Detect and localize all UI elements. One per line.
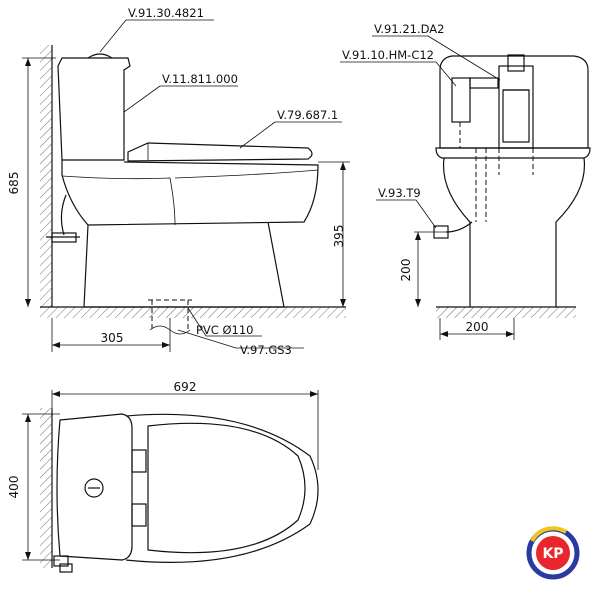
- label-valve-code: V.91.21.DA2: [374, 22, 444, 36]
- label-tank-code: V.91.30.4821: [128, 6, 204, 20]
- front-supply-hose: [445, 221, 473, 233]
- seat-lid: [127, 142, 313, 162]
- label-fill-code: V.91.10.HM-C12: [342, 48, 434, 62]
- label-hose-code: V.93.T9: [378, 186, 421, 200]
- drain-pipe: [148, 299, 192, 330]
- dim-rough-in: 305: [101, 331, 124, 345]
- front-floor-hatch: [436, 307, 576, 318]
- dim-total-length: 692: [174, 380, 197, 394]
- top-bowl-outer: [125, 413, 319, 563]
- floor-hatch: [40, 307, 346, 318]
- front-tank: [439, 55, 589, 149]
- tank-outline: [57, 57, 131, 161]
- dim-seat-height: 395: [332, 225, 346, 248]
- label-seat-code: V.79.687.1: [277, 108, 338, 122]
- bowl-body: [61, 160, 319, 226]
- pedestal: [83, 221, 285, 308]
- top-view: 692 400: [7, 380, 319, 573]
- top-tank: [56, 413, 133, 561]
- top-wall-hatch: [40, 408, 52, 568]
- label-drain-code: PVC Ø110: [196, 323, 254, 337]
- logo-text: KP: [542, 546, 563, 562]
- flush-button: [87, 53, 113, 59]
- top-seat: [147, 422, 306, 554]
- front-bowl: [442, 157, 586, 307]
- dim-supply-height: 200: [399, 259, 413, 282]
- logo-core: [536, 536, 570, 570]
- top-flush-button: [84, 478, 104, 498]
- label-flange-code: V.97.GS3: [240, 343, 292, 357]
- supply-hose: [60, 194, 67, 236]
- dim-supply-offset: 200: [466, 320, 489, 334]
- front-view: 200 200 V.91.21.DA2 V.91.10.HM-C12 V.93.…: [340, 22, 591, 340]
- side-view: 685 395 305 V.91.30.4821 V.11.811.000 V.…: [7, 6, 350, 357]
- wall-hatch: [40, 45, 52, 307]
- dim-total-height: 685: [7, 172, 21, 195]
- brand-logo: KP: [526, 526, 580, 580]
- front-seat-rim: [435, 147, 591, 159]
- label-body-code: V.11.811.000: [162, 72, 238, 86]
- dim-total-width: 400: [7, 476, 21, 499]
